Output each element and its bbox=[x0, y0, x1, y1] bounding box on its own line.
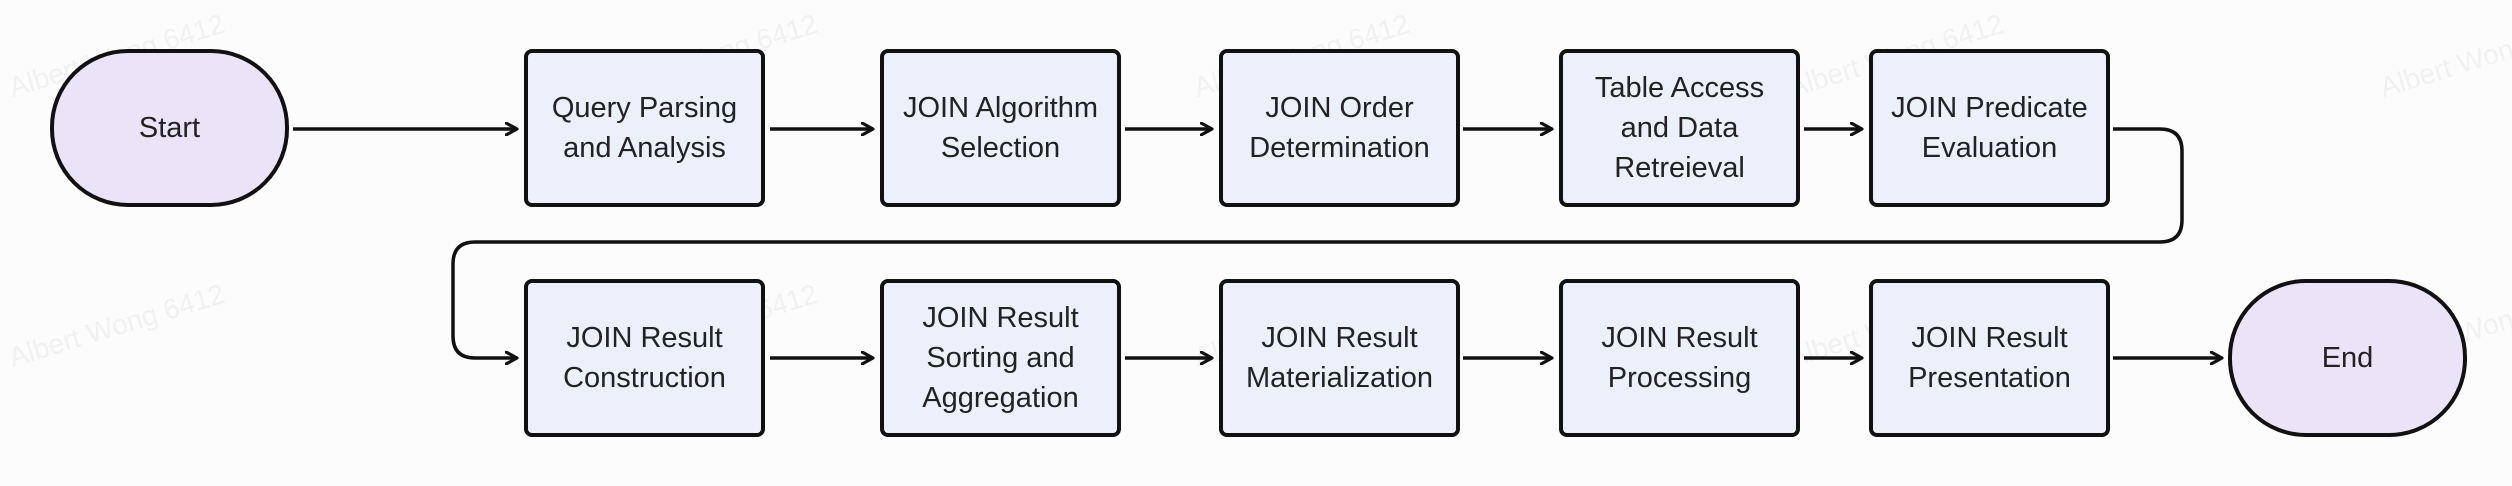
node-join-algorithm: JOIN Algorithm Selection bbox=[880, 49, 1121, 207]
node-label: JOIN Result Construction bbox=[563, 322, 726, 394]
node-join-result-materialization: JOIN Result Materialization bbox=[1219, 279, 1460, 437]
node-label: Start bbox=[138, 112, 201, 144]
node-label: JOIN Result Presentation bbox=[1908, 322, 2071, 394]
node-label: JOIN Algorithm Selection bbox=[903, 92, 1098, 164]
node-label: JOIN Order Determination bbox=[1249, 92, 1430, 164]
node-join-predicate: JOIN Predicate Evaluation bbox=[1869, 49, 2110, 207]
node-label: JOIN Result Processing bbox=[1601, 322, 1758, 394]
node-label: End bbox=[2321, 342, 2374, 374]
node-join-result-presentation: JOIN Result Presentation bbox=[1869, 279, 2110, 437]
node-join-order: JOIN Order Determination bbox=[1219, 49, 1460, 207]
node-end: End bbox=[2228, 279, 2467, 437]
node-label: JOIN Predicate Evaluation bbox=[1891, 92, 2088, 164]
node-start: Start bbox=[50, 49, 289, 207]
node-join-result-sorting: JOIN Result Sorting and Aggregation bbox=[880, 279, 1121, 437]
node-join-result-processing: JOIN Result Processing bbox=[1559, 279, 1800, 437]
node-label: Query Parsing and Analysis bbox=[551, 92, 738, 164]
edge-join-predicate-to-join-result-construction bbox=[451, 127, 2184, 358]
node-label: Table Access and Data Retreieval bbox=[1594, 72, 1765, 184]
node-label: JOIN Result Materialization bbox=[1246, 322, 1433, 394]
node-table-access: Table Access and Data Retreieval bbox=[1559, 49, 1800, 207]
node-query-parsing: Query Parsing and Analysis bbox=[524, 49, 765, 207]
node-label: JOIN Result Sorting and Aggregation bbox=[922, 302, 1079, 414]
node-join-result-construction: JOIN Result Construction bbox=[524, 279, 765, 437]
